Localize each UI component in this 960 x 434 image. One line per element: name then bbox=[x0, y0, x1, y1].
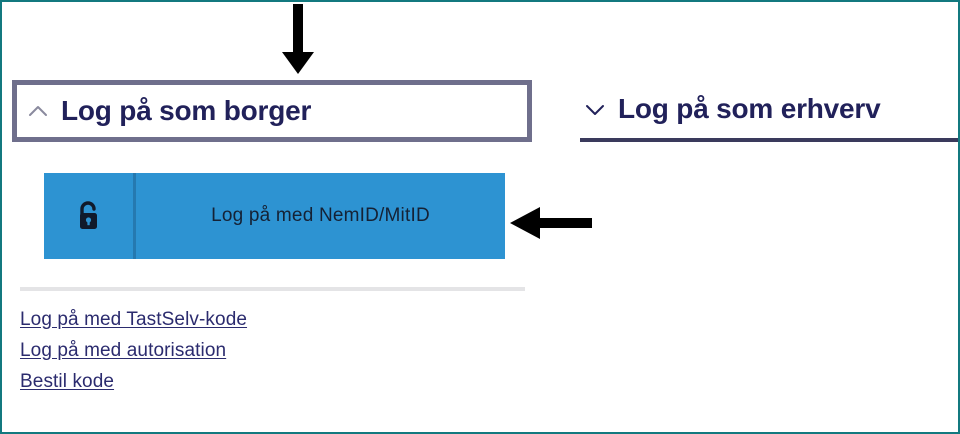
link-tastselv-kode[interactable]: Log på med TastSelv-kode bbox=[20, 309, 248, 330]
login-nemid-mitid-button[interactable]: Log på med NemID/MitID bbox=[44, 173, 505, 259]
chevron-down-icon bbox=[586, 105, 604, 115]
arrow-left-icon bbox=[510, 207, 592, 239]
accordion-item-borger-highlight: Log på som borger bbox=[12, 80, 532, 142]
accordion-header-row: Log på som borger Log på som erhverv bbox=[2, 76, 958, 148]
login-button-label: Log på med NemID/MitID bbox=[211, 205, 430, 226]
section-divider bbox=[20, 287, 525, 291]
alternate-login-links: Log på med TastSelv-kode Log på med auto… bbox=[20, 309, 540, 402]
unlocked-padlock-icon bbox=[44, 173, 136, 259]
link-bestil-kode[interactable]: Bestil kode bbox=[20, 371, 115, 392]
arrow-down-icon bbox=[282, 4, 314, 74]
accordion-title-erhverv: Log på som erhverv bbox=[618, 93, 881, 124]
chevron-up-icon bbox=[29, 106, 47, 116]
link-autorisation[interactable]: Log på med autorisation bbox=[20, 340, 227, 361]
accordion-header-erhverv[interactable]: Log på som erhverv bbox=[580, 80, 958, 142]
accordion-item-erhverv: Log på som erhverv bbox=[580, 80, 958, 142]
accordion-title-borger: Log på som borger bbox=[61, 95, 312, 126]
accordion-header-borger[interactable]: Log på som borger bbox=[17, 85, 527, 137]
